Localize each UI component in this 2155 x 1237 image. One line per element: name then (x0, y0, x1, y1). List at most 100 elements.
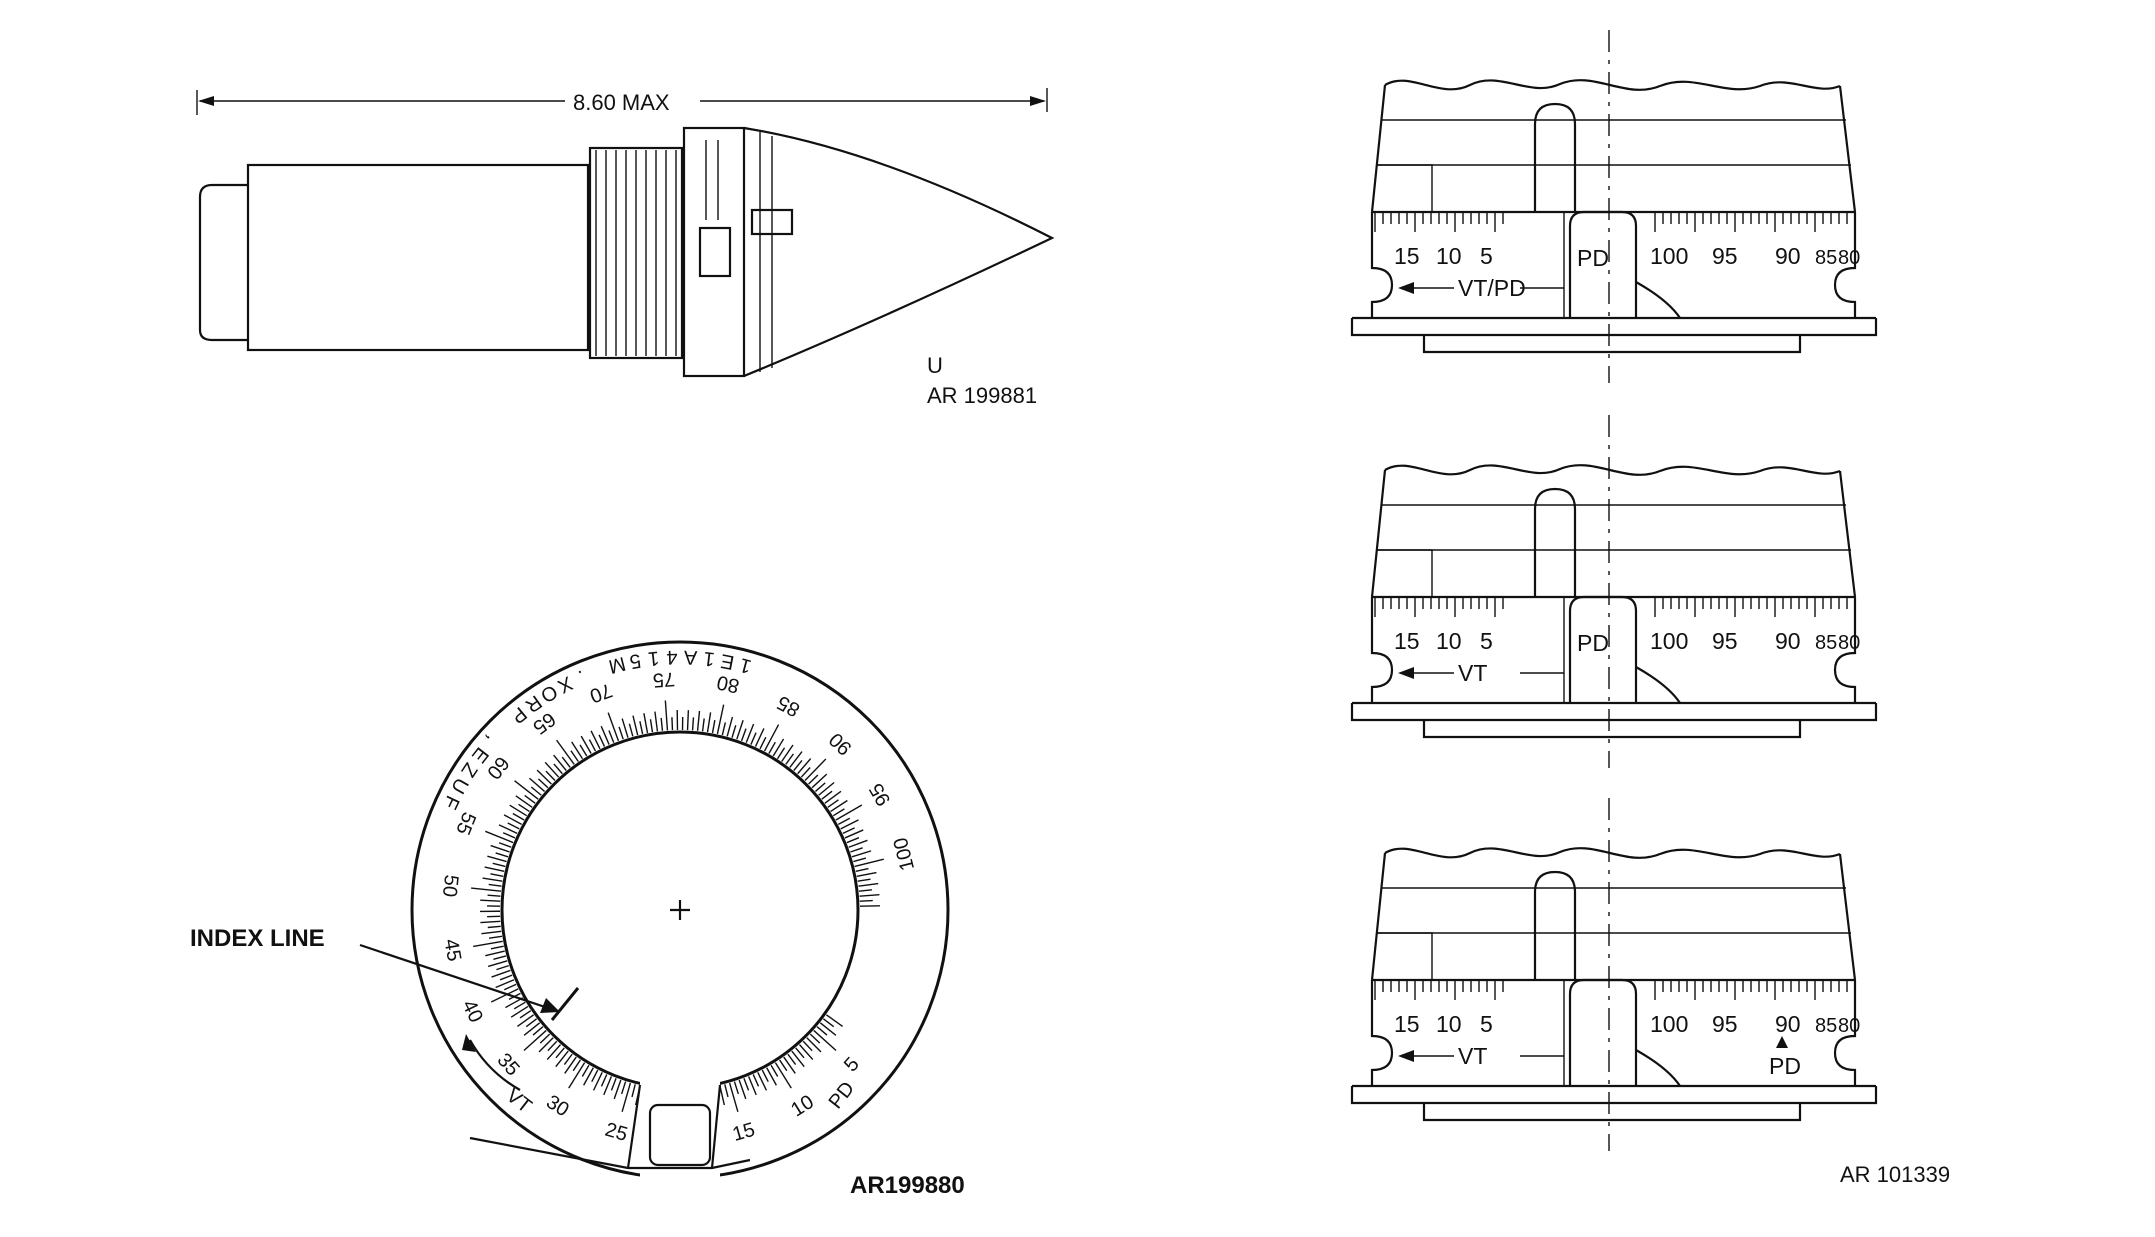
dial-tick (516, 1014, 535, 1027)
dial-tick (813, 1029, 837, 1052)
scale-number: 80 (1838, 247, 1860, 269)
dial-tick (745, 723, 755, 743)
dial-tick (793, 759, 803, 771)
index-line (550, 987, 580, 1021)
dial-tick (750, 732, 757, 745)
dial-tick (561, 756, 571, 768)
panels-figure-id: AR 101339 (1840, 1162, 1950, 1187)
dial-tick (564, 1056, 577, 1074)
dial-tick (848, 839, 868, 848)
dial-tick (795, 1047, 805, 1059)
dial-tick (798, 1044, 814, 1061)
dial-tick (488, 935, 503, 939)
dial-tick (579, 744, 588, 757)
dial-number: 40 (457, 997, 487, 1027)
dial-tick (706, 712, 712, 733)
dial-tick (711, 720, 716, 734)
dial-tick (816, 1026, 828, 1036)
dial-number: 100 (890, 835, 919, 873)
dial-tick (530, 786, 542, 796)
dial-tick (774, 1062, 792, 1089)
dial-tick (488, 883, 502, 887)
dial-tick (555, 739, 575, 765)
dial-number: 85 (774, 691, 804, 721)
dial-number: 95 (865, 779, 895, 809)
dial-tick (544, 761, 560, 778)
scale-number: 15 (1394, 628, 1420, 654)
dial-tick (731, 725, 737, 738)
dial-tick (654, 711, 659, 732)
dial-tick (555, 1047, 565, 1059)
dial-number: 80 (715, 671, 741, 697)
dial-number: 50 (438, 874, 462, 898)
dial-tick (523, 1022, 541, 1036)
dial-tick (768, 741, 776, 754)
dial-tick (808, 774, 819, 785)
dial-tick (632, 715, 639, 736)
dial-figure-id: AR199880 (850, 1172, 965, 1199)
dial-tick (824, 790, 842, 804)
dial-tick (757, 1072, 768, 1091)
scale-number: 95 (1712, 1011, 1738, 1037)
dial-graduations (471, 700, 884, 1120)
dial-tick (854, 858, 884, 868)
dial-tick (822, 1018, 835, 1028)
scale-number: 10 (1436, 1011, 1462, 1037)
dial-tick (763, 724, 780, 752)
arrow-label: VT (1458, 1043, 1487, 1069)
dial-tick (524, 794, 536, 804)
dial-tick (553, 754, 567, 771)
dial-tick (797, 758, 812, 775)
dial-tick (736, 720, 744, 740)
dial-tick (671, 717, 674, 731)
dial-tick (859, 899, 873, 902)
dial-ring-char: 1 (702, 647, 716, 670)
dial-number: 75 (652, 668, 676, 691)
dial-tick (785, 753, 795, 765)
dial-tick (513, 1001, 526, 1010)
dial-tick (733, 1081, 740, 1095)
dial-tick (512, 812, 525, 821)
dial-tick (628, 723, 634, 737)
dial-tick (507, 822, 520, 830)
dial-tick (485, 830, 514, 844)
dial-ring-char: M (606, 652, 628, 677)
dial-ring-char: 5 (628, 649, 643, 673)
dial-tick (496, 964, 510, 971)
dial-tick (514, 780, 539, 800)
dial-tick (818, 781, 835, 796)
dial-tick (781, 744, 794, 762)
scale-number: 100 (1650, 628, 1688, 654)
dial-number: 25 (603, 1119, 630, 1146)
dial-tick (499, 974, 513, 981)
dial-tick (603, 1076, 613, 1096)
dial-tick (532, 1026, 544, 1036)
dial-number: 15 (730, 1119, 757, 1146)
dial-number: 10 (787, 1091, 818, 1121)
dial-tick (583, 1067, 594, 1086)
dial-number: 90 (825, 728, 856, 759)
dial-tick (716, 704, 725, 735)
scale-number: 5 (1480, 628, 1493, 654)
dial-number: 35 (493, 1049, 524, 1080)
dial-tick (789, 751, 803, 768)
dial-tick (800, 767, 811, 778)
dial-tick (471, 887, 502, 892)
dial-tick (840, 819, 859, 830)
dial-tick (821, 790, 833, 800)
dial-tick (572, 1059, 581, 1072)
index-line-leader (359, 943, 549, 1010)
dial-tick (835, 804, 863, 821)
fuze-side-view: 8.60 MAX U AR 199881 (196, 88, 1055, 408)
dial-tick (610, 1078, 617, 1091)
dial-tick (485, 950, 505, 957)
dial-tick (484, 866, 505, 873)
scale-number: 95 (1712, 243, 1738, 269)
dial-tick (539, 1033, 551, 1044)
dial-tick (660, 717, 664, 731)
dial-ring-char: . (575, 665, 589, 687)
dial-tick (620, 1081, 627, 1095)
dial-tick (608, 730, 615, 743)
